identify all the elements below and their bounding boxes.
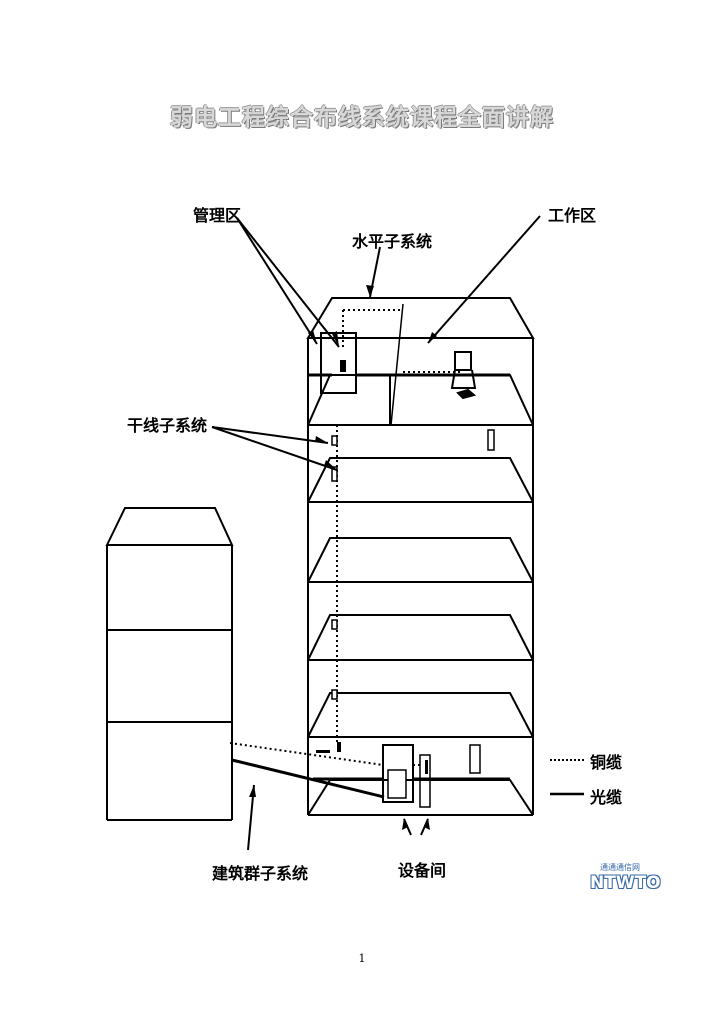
partition-wall [390,303,404,426]
label-management-area: 管理区 [193,206,242,225]
telecom-closet [320,332,357,394]
main-building-roof [306,297,535,339]
copper-campus-link [229,742,384,766]
page-number: 1 [358,952,366,965]
workstation-icon [450,351,477,400]
label-work-area: 工作区 [548,206,597,225]
label-backbone-subsystem: 干线子系统 [127,416,208,435]
floor-slabs [307,374,534,816]
floor-slab [307,457,534,503]
label-campus-subsystem: 建筑群子系统 [212,864,309,883]
floor-slab [307,614,534,661]
fiber-campus-link [231,758,385,799]
label-equipment-room: 设备间 [398,861,447,880]
left-building-top [105,507,234,546]
watermark-top-text: 通通通信网 [600,863,640,872]
floor-slab [307,692,534,738]
floor-slab [307,537,534,583]
label-horizontal-subsystem: 水平子系统 [352,232,433,251]
legend-copper-label: 铜缆 [590,753,623,772]
page-title: 弱电工程综合布线系统课程全面讲解 [170,105,554,131]
floor-slab [307,374,534,426]
legend-fiber-label: 光缆 [590,788,623,807]
watermark-logo: 通通通信网 NTWTO [590,862,661,893]
equipment-rack [382,744,414,803]
watermark-brand: NTWTO [590,873,661,893]
